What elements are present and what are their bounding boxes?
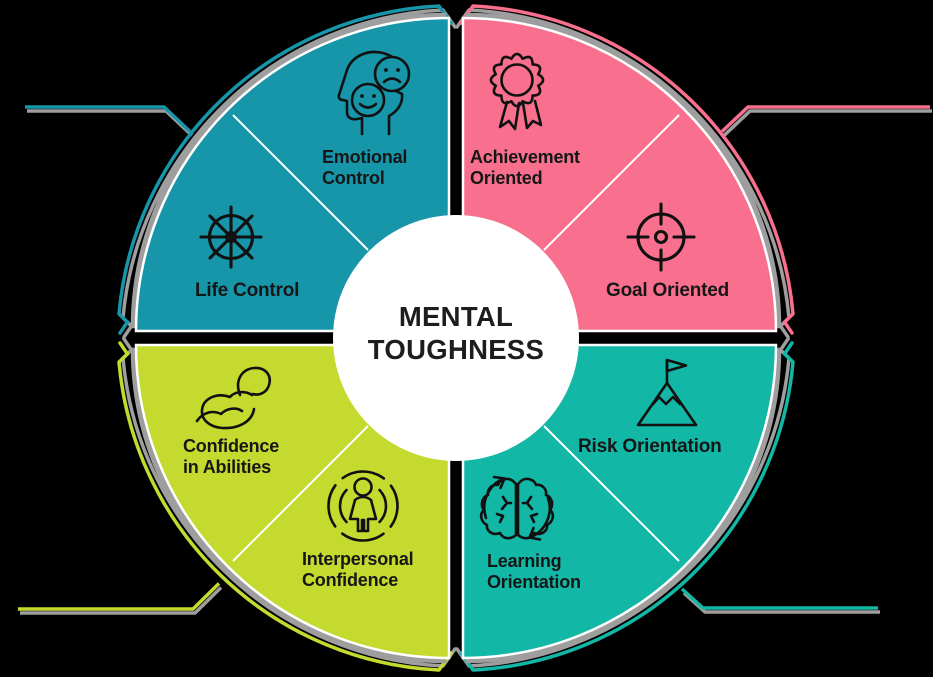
- brain-cycle-icon: [479, 475, 555, 541]
- risk-orientation-label: Risk Orientation: [578, 436, 722, 457]
- achievement-oriented-label: Achievement Oriented: [470, 147, 580, 188]
- segment-divider-top-left: [232, 114, 369, 251]
- person-circle-icon: [327, 470, 399, 542]
- award-ribbon-icon: [489, 52, 545, 131]
- outer-arc-top-right: [459, 4, 795, 335]
- outer-arc-bottom-right: [459, 341, 795, 672]
- life-control-label: Life Control: [195, 280, 300, 301]
- outer-arc-bottom-left: [117, 341, 453, 672]
- segment-divider-top-right: [543, 114, 680, 251]
- bracket-line-bottom-left: [18, 582, 221, 611]
- segment-divider-bottom-right: [543, 425, 680, 562]
- outer-arc-top-left: [117, 4, 453, 335]
- bicep-icon: [195, 366, 271, 430]
- mountain-flag-icon: [636, 358, 698, 427]
- bracket-line-top-left: [25, 105, 192, 133]
- head-faces-icon: [337, 50, 411, 136]
- interpersonal-confidence-label: Interpersonal Confidence: [302, 549, 414, 590]
- target-icon: [626, 202, 696, 272]
- segment-divider-bottom-left: [232, 425, 369, 562]
- learning-orientation-label: Learning Orientation: [487, 551, 581, 592]
- bracket-line-top-right: [720, 105, 930, 133]
- bracket-line-bottom-right: [680, 587, 878, 610]
- goal-oriented-label: Goal Oriented: [606, 280, 730, 301]
- center-hub: [333, 215, 579, 461]
- emotional-control-label: Emotional Control: [322, 147, 408, 188]
- center-title: MENTAL TOUGHNESS: [367, 301, 545, 365]
- confidence-in-abilities-label: Confidence in Abilities: [183, 436, 280, 477]
- ship-wheel-icon: [199, 205, 263, 269]
